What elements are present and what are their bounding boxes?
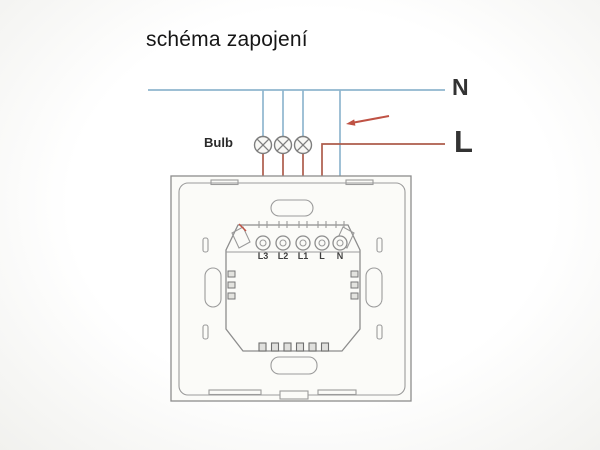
screw-slot-left [204,267,222,308]
wire-entry-ticks [258,221,345,228]
terminal-L3 [255,235,271,251]
side-slot-left-top [202,237,209,253]
screw-slot-bottom [270,356,318,375]
switch-device [170,175,412,402]
terminal-label-l: L [319,251,325,261]
contact-pads-left [227,270,236,300]
diagram-title: schéma zapojení [146,28,308,51]
bottom-pin-row [258,342,330,352]
terminal-L1 [295,235,311,251]
contact-pads-right [350,270,359,300]
bulb2-icon [273,135,293,155]
clamp-screw-left [231,226,251,249]
bulb-label: Bulb [204,135,233,150]
red-mark [238,223,247,232]
side-slot-right-bottom [376,324,383,340]
side-slot-left-bottom [202,324,209,340]
live-line-label: L [454,124,473,159]
bulb3-icon [293,135,313,155]
terminal-N [332,235,348,251]
top-slot-right [345,179,374,186]
screw-slot-top [270,199,314,217]
terminal-L [314,235,330,251]
switch-module-body [225,224,361,352]
terminal-L2 [275,235,291,251]
bottom-slot-right [317,389,357,396]
terminal-label-l3: L3 [257,251,269,261]
screw-slot-right [365,267,383,308]
bottom-notch [279,390,309,400]
terminal-label-l2: L2 [277,251,289,261]
terminal-label-n: N [336,251,344,261]
terminal-label-l1: L1 [297,251,309,261]
bulb1-icon [253,135,273,155]
top-slot-left [210,179,239,186]
pointer-arrow-icon [346,115,390,126]
neutral-line-label: N [452,74,469,100]
bottom-slot-left [208,389,262,396]
side-slot-right-top [376,237,383,253]
